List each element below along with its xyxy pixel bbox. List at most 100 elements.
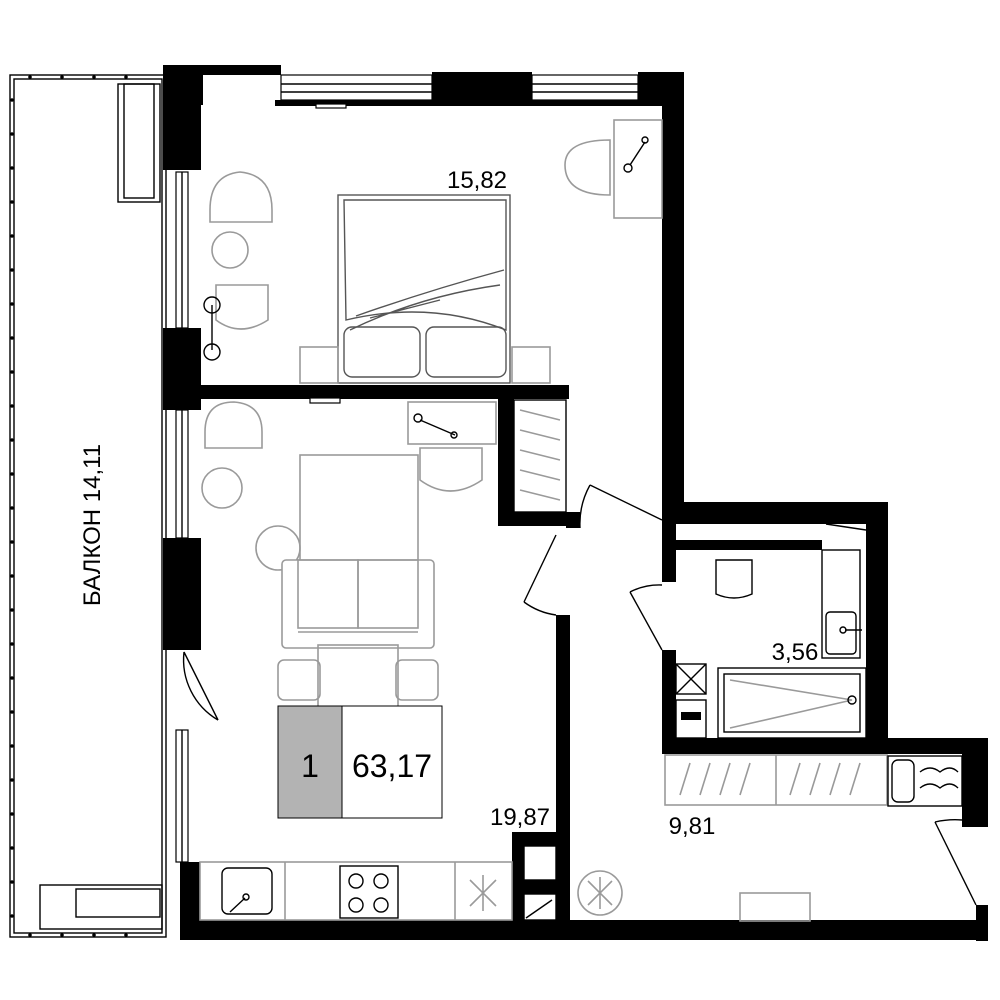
wardrobe: [513, 399, 567, 513]
rail-dot: [10, 438, 14, 442]
apartment-badge: 1 63,17: [277, 705, 443, 819]
bedroom-window-left: [280, 74, 433, 101]
armchair: [209, 171, 273, 223]
walls: [163, 65, 988, 941]
bed: [337, 194, 511, 384]
rail-dot: [28, 75, 32, 79]
balcony-planter-top: [123, 83, 155, 199]
bedroom-door: [589, 484, 663, 521]
rail-dot: [10, 676, 14, 680]
side-table: [201, 467, 243, 509]
nightstand-right: [511, 346, 551, 384]
living-desk-chair: [419, 447, 483, 492]
rail-dot: [10, 506, 14, 510]
total-area: 63,17: [352, 748, 432, 784]
rail-dot: [10, 642, 14, 646]
floor-lamp: [255, 525, 301, 571]
living-area-label: 19,87: [490, 804, 550, 831]
ceiling-light-icon: [577, 870, 623, 916]
rail-dot: [10, 98, 14, 102]
rail-dot: [28, 933, 32, 937]
wardrobe-door: [523, 534, 557, 603]
dining-chair-right: [395, 659, 439, 701]
bathroom-door: [629, 591, 663, 651]
balcony-inner-outline: [13, 78, 163, 934]
rooms-count: 1: [301, 748, 319, 784]
rail-dot: [124, 933, 128, 937]
balcony-bench: [39, 884, 163, 930]
rail-dot: [10, 880, 14, 884]
bedroom-table: [211, 231, 249, 269]
rail-dot: [10, 608, 14, 612]
rail-dot: [10, 234, 14, 238]
balcony-label: БАЛКОН 14,11: [79, 444, 106, 606]
living-desk: [407, 401, 497, 445]
balcony-door: [183, 651, 219, 721]
shaft-icon: [675, 663, 707, 695]
washbasin-cabinet: [821, 549, 861, 659]
living-armchair: [204, 401, 263, 449]
bedroom-furniture: 15,82: [203, 119, 663, 384]
nightstand-left: [299, 346, 339, 384]
rooms-count-box: [277, 705, 343, 819]
balcony-bench-inner: [75, 888, 161, 918]
bathtub: [717, 667, 867, 739]
total-area-box: [341, 705, 443, 819]
rail-dot: [10, 744, 14, 748]
rail-dot: [92, 933, 96, 937]
bedroom-window-right: [531, 74, 639, 101]
hall-area-label: 9,81: [669, 813, 716, 840]
dishwasher-icon: [469, 875, 497, 911]
pillow-left: [343, 326, 421, 378]
rail-dot: [60, 75, 64, 79]
rail-dot: [10, 472, 14, 476]
rail-dot: [10, 914, 14, 918]
kitchen: 19,87: [199, 804, 557, 921]
kitchen-counter: [199, 861, 513, 921]
rail-dot: [10, 778, 14, 782]
rail-dot: [10, 302, 14, 306]
boiler: [523, 893, 557, 921]
doors: [182, 484, 977, 906]
sink-icon: [221, 867, 273, 915]
bedroom-chair: [215, 284, 269, 330]
coffee-table-area: [299, 454, 419, 566]
rail-dot: [10, 540, 14, 544]
pillow-right: [425, 326, 507, 378]
rail-dot: [10, 200, 14, 204]
rail-dot: [10, 404, 14, 408]
desk: [613, 119, 663, 219]
living-furniture: [201, 401, 497, 736]
rail-dot: [10, 370, 14, 374]
bedroom-area-label: 15,82: [447, 167, 507, 194]
desk-chair: [564, 139, 611, 196]
fridge: [523, 845, 557, 881]
rail-dot: [92, 75, 96, 79]
toilet-icon: [715, 559, 753, 599]
rail-dot: [60, 933, 64, 937]
rail-dot: [10, 132, 14, 136]
shoe-rack: [887, 755, 963, 807]
bathroom-area-label: 3,56: [772, 639, 819, 666]
rail-dot: [124, 75, 128, 79]
balcony-rail-dots: [10, 75, 128, 937]
rail-dot: [10, 574, 14, 578]
rail-dot: [10, 846, 14, 850]
hall-bench: [739, 892, 811, 922]
balcony-planter-top-outer: [117, 83, 161, 203]
rail-dot: [10, 812, 14, 816]
dining-chair-left: [277, 659, 321, 701]
windows: [175, 74, 639, 863]
stove-icon: [339, 865, 399, 919]
washbasin-icon: [825, 611, 857, 655]
balcony-outline: [9, 74, 167, 938]
rail-dot: [10, 710, 14, 714]
rail-dot: [10, 268, 14, 272]
balcony: БАЛКОН 14,11: [9, 74, 167, 938]
rail-dot: [10, 166, 14, 170]
rail-dot: [10, 336, 14, 340]
entrance-door: [934, 821, 977, 906]
hall: 9,81: [577, 754, 963, 922]
bathroom: 3,56: [675, 549, 867, 739]
